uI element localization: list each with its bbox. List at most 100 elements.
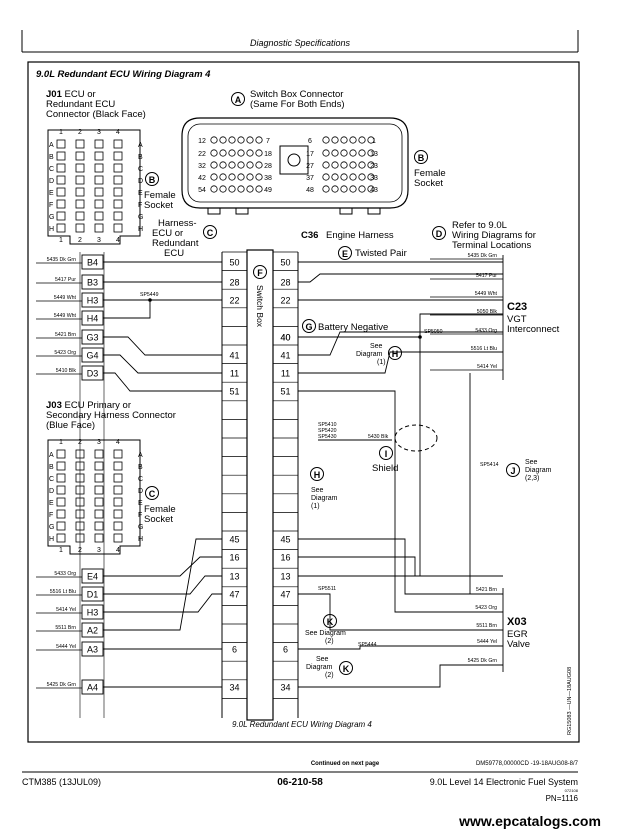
wire-label-left: 5421 Brn bbox=[55, 332, 76, 338]
conn-a-pin-r1-3 bbox=[349, 149, 357, 157]
j01-pin-C3 bbox=[94, 163, 104, 173]
j03-row-right-C: C bbox=[138, 476, 143, 483]
j01-row-right-A: A bbox=[138, 142, 143, 149]
j03-col-bottom-3: 3 bbox=[97, 547, 101, 554]
sw-left-pin-6: 6 bbox=[232, 645, 237, 655]
svg-text:5430 Blk: 5430 Blk bbox=[368, 434, 389, 440]
conn-a-pin-r2-4 bbox=[358, 161, 366, 169]
j03-label-1: J03 ECU Primary or bbox=[46, 400, 131, 411]
svg-text:See Diagram: See Diagram bbox=[305, 630, 346, 637]
conn-a-pin-l3-0 bbox=[210, 173, 218, 181]
svg-text:Valve: Valve bbox=[507, 639, 530, 650]
j03-pin-D2 bbox=[75, 485, 85, 495]
svg-text:See: See bbox=[311, 487, 324, 494]
svg-text:Female: Female bbox=[414, 168, 446, 179]
j01-pin-G1 bbox=[56, 211, 66, 221]
j01-pin-C1 bbox=[56, 163, 66, 173]
conn-a-pin-l2-1 bbox=[219, 161, 227, 169]
j03-row-left-A: A bbox=[49, 452, 54, 459]
wire-e4-16 bbox=[103, 556, 222, 577]
j03-pin-E1 bbox=[56, 497, 66, 507]
conn-a-num-37: 37 bbox=[306, 175, 314, 182]
wire-label-right-bottom: 5421 Brn bbox=[476, 587, 497, 593]
sw-right-pin-34: 34 bbox=[280, 683, 290, 693]
j01-col-top-1: 1 bbox=[59, 129, 63, 136]
conn-a-pin-r3-1 bbox=[331, 173, 339, 181]
wire-h3-47 bbox=[103, 593, 222, 613]
conn-a-pin-r2-2 bbox=[340, 161, 348, 169]
sw-right-pin-11: 11 bbox=[281, 369, 290, 379]
conn-a-num-12: 12 bbox=[198, 138, 206, 145]
j01-row-right-D: D bbox=[138, 178, 143, 185]
wire-a2-45 bbox=[103, 538, 222, 631]
j01-pin-G2 bbox=[75, 211, 85, 221]
j03-row-left-D: D bbox=[49, 488, 54, 495]
wire-r40 bbox=[298, 313, 503, 338]
footer-small: 072108 bbox=[565, 788, 579, 793]
j01-col-top-2: 2 bbox=[78, 129, 82, 136]
j01-pin-G4 bbox=[113, 211, 123, 221]
j01-row-left-H: H bbox=[49, 226, 54, 233]
sw-right-pin-40: 40 bbox=[280, 333, 290, 343]
j03-row-right-B: B bbox=[138, 464, 143, 471]
svg-text:H: H bbox=[314, 470, 321, 480]
svg-text:See: See bbox=[370, 343, 383, 350]
conn-a-pin-r3-2 bbox=[340, 173, 348, 181]
j01-pin-B1 bbox=[56, 151, 66, 161]
svg-text:SP5511: SP5511 bbox=[318, 586, 336, 592]
conn-a-pin-r1-1 bbox=[331, 149, 339, 157]
conn-a-num-28: 28 bbox=[264, 163, 272, 170]
shield-callout: I Shield SP5410 SP5420 SP5430 5430 Blk bbox=[318, 422, 438, 474]
splice-sp5050 bbox=[418, 335, 422, 339]
conn-a-pin-r0-0 bbox=[322, 136, 330, 144]
j01-col-bottom-2: 2 bbox=[78, 237, 82, 244]
wire-label-right-top: 5050 Blk bbox=[477, 309, 498, 315]
conn-a-num-6: 6 bbox=[308, 138, 312, 145]
j01-pin-B4 bbox=[113, 151, 123, 161]
j01-pin-E1 bbox=[56, 187, 66, 197]
conn-a-pin-l2-5 bbox=[255, 161, 263, 169]
svg-text:Switch Box Connector: Switch Box Connector bbox=[250, 89, 343, 100]
conn-a-num-54: 54 bbox=[198, 187, 206, 194]
j01-row-right-E: E bbox=[138, 190, 143, 197]
j-callout: SP5414 J See Diagram (2,3) bbox=[480, 459, 552, 482]
sw-left-pin-16: 16 bbox=[229, 553, 239, 563]
svg-text:X03: X03 bbox=[507, 616, 527, 628]
j01-pin-H3 bbox=[94, 223, 104, 233]
j01-pin-D4 bbox=[113, 175, 123, 185]
j03-col-bottom-2: 2 bbox=[78, 547, 82, 554]
ecu-pin-D1: D1 bbox=[87, 590, 99, 600]
wire-label-left: 5425 Dk Grn bbox=[47, 682, 77, 688]
wire-label-right-top: 5516 Lt Blu bbox=[471, 346, 497, 352]
svg-text:Twisted Pair: Twisted Pair bbox=[355, 248, 407, 259]
j03-pin-F2 bbox=[75, 509, 85, 519]
wire-label-left: 5435 Dk Grn bbox=[47, 257, 77, 263]
j01-row-right-C: C bbox=[138, 166, 143, 173]
a-conn-b-callout: B Female Socket bbox=[414, 150, 446, 189]
g-callout: G Battery Negative bbox=[302, 319, 388, 333]
j03-col-bottom-4: 4 bbox=[116, 547, 120, 554]
wire-label-left: 5410 Blk bbox=[56, 368, 77, 374]
sw-left-pin-11: 11 bbox=[230, 369, 239, 379]
svg-text:Harness-: Harness- bbox=[158, 218, 197, 229]
j01-pin-E2 bbox=[75, 187, 85, 197]
svg-text:C23: C23 bbox=[507, 301, 527, 313]
conn-a-num-43: 43 bbox=[370, 187, 378, 194]
conn-a-pin-l3-3 bbox=[237, 173, 245, 181]
conn-a-pin-l4-1 bbox=[219, 185, 227, 193]
svg-text:(1): (1) bbox=[377, 359, 386, 366]
ecu-pin-H3: H3 bbox=[87, 296, 99, 306]
wire-r45 bbox=[298, 538, 503, 595]
j03-pin-D1 bbox=[56, 485, 66, 495]
conn-a-pin-l0-3 bbox=[237, 136, 245, 144]
conn-a-num-17: 17 bbox=[306, 151, 314, 158]
j03-col-top-3: 3 bbox=[97, 439, 101, 446]
ecu-pin-H4: H4 bbox=[87, 314, 99, 324]
splice-sp5050-label: SP5050 bbox=[424, 329, 443, 335]
footer-right: 9.0L Level 14 Electronic Fuel System bbox=[430, 777, 578, 787]
wire-label-right-bottom: 5511 Brn bbox=[476, 623, 497, 629]
wire-g4-11 bbox=[103, 354, 222, 374]
j03-col-top-1: 1 bbox=[59, 439, 63, 446]
